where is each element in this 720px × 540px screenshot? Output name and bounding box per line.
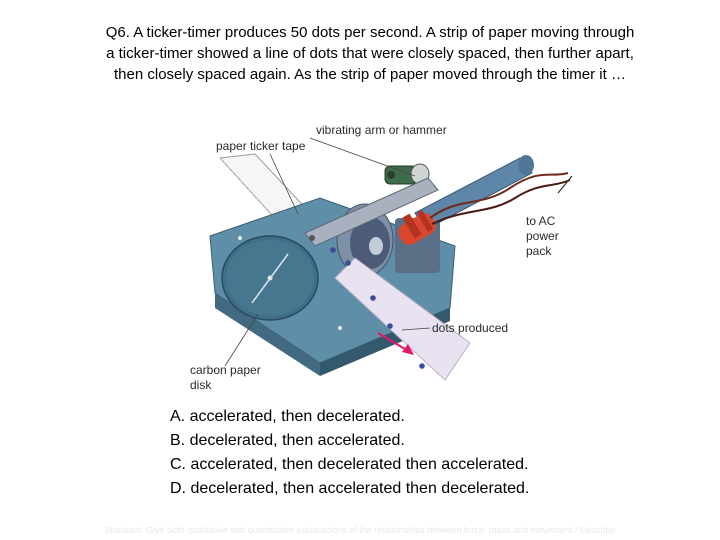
question-line-2: a ticker-timer showed a line of dots tha… (106, 45, 634, 62)
vibrating-arm (304, 177, 439, 247)
label-carbon-2: disk (190, 378, 212, 392)
label-vibrating-arm: vibrating arm or hammer (316, 123, 447, 137)
question-line-1: Q6. A ticker-timer produces 50 dots per … (105, 24, 635, 41)
ticker-timer-illustration: vibrating arm or hammer paper ticker tap… (190, 123, 573, 392)
option-b: B. decelerated, then accelerated. (170, 432, 405, 449)
label-ticker-tape: paper ticker tape (216, 139, 306, 153)
label-carbon-1: carbon paper (190, 363, 261, 377)
option-a: A. accelerated, then decelerated. (170, 408, 405, 425)
option-c: C. accelerated, then decelerated then ac… (170, 456, 529, 473)
question-text: Q6. A ticker-timer produces 50 dots per … (60, 22, 680, 85)
label-to-ac-3: pack (526, 244, 552, 258)
question-line-3: then closely spaced again. As the strip … (114, 66, 626, 83)
label-to-ac-1: to AC (526, 214, 556, 228)
arm-clamp (384, 163, 430, 185)
ticker-timer-diagram: vibrating arm or hammer paper ticker tap… (180, 118, 580, 396)
answer-options: A. accelerated, then decelerated. B. dec… (170, 405, 529, 501)
option-d: D. decelerated, then accelerated then de… (170, 480, 530, 497)
label-dots-produced: dots produced (432, 321, 508, 335)
red-coil (398, 209, 436, 245)
standard-footer: Standard: Give both qualitative and quan… (104, 525, 616, 535)
label-to-ac-2: power (526, 229, 559, 243)
